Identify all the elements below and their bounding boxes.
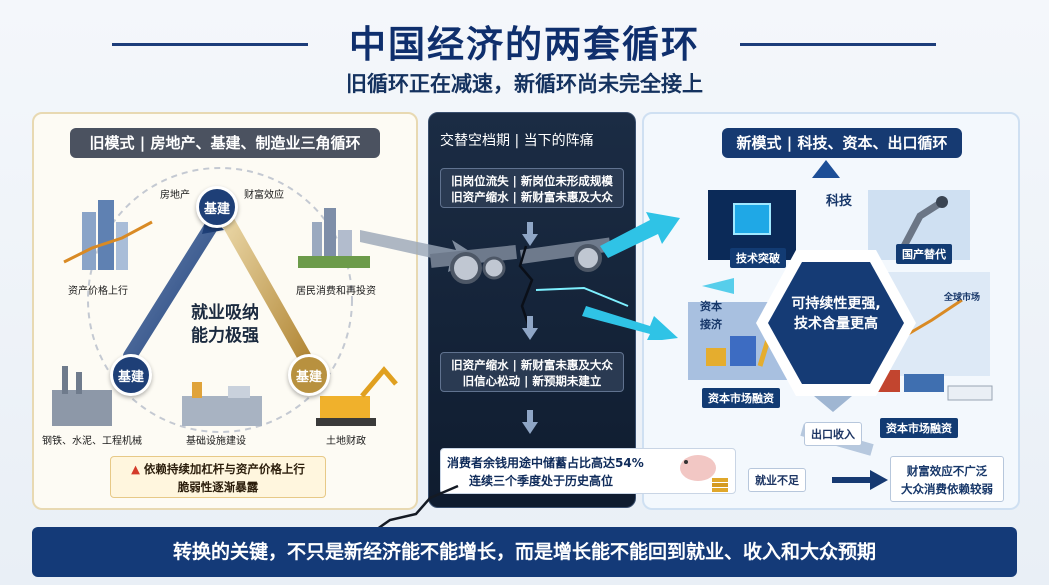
arrow-to-end-icon <box>832 470 888 490</box>
tech-label: 科技 <box>826 194 853 209</box>
old-cycle-diagram <box>52 167 398 433</box>
savings-stat-line-1: 消费者余钱用途中储蓄占比高达54% <box>447 456 644 470</box>
label-land-finance: 土地财政 <box>326 436 366 447</box>
end-result-line-2: 大众消费依赖较弱 <box>901 482 993 496</box>
down-arrow-3 <box>522 410 538 434</box>
transition-box-top-line-2: 旧资产缩水 | 新财富未惠及大众 <box>451 190 613 204</box>
node-top: 基建 <box>196 186 238 228</box>
piggy-bank-icon <box>680 455 728 492</box>
insufficient-jobs-tag: 就业不足 <box>748 468 806 492</box>
page-subtitle: 旧循环正在减速，新循环尚未完全接上 <box>346 72 703 96</box>
employment-line-1: 就业吸纳 <box>191 303 259 323</box>
transition-box-top: 旧岗位流失 | 新岗位未形成规模 旧资产缩水 | 新财富未惠及大众 <box>440 168 624 208</box>
transition-box-top-line-1: 旧岗位流失 | 新岗位未形成规模 <box>451 174 613 188</box>
capital-market-tag-1: 资本市场融资 <box>702 388 780 408</box>
warning-icon: ▲ <box>131 462 144 476</box>
new-model-heading: 新模式 | 科技、资本、出口循环 <box>722 128 962 158</box>
core-hex: 可持续性更强, 技术含量更高 <box>768 262 904 384</box>
old-model-panel <box>32 112 418 510</box>
tech-breakthrough-tag: 技术突破 <box>730 248 786 268</box>
transition-box-bottom-line-2: 旧信心松动 | 新预期未建立 <box>462 374 602 388</box>
export-income-tag: 出口收入 <box>804 422 862 446</box>
node-left: 基建 <box>110 354 152 396</box>
label-wealth-effect: 财富效应 <box>244 190 284 201</box>
warning-line-2: 脆弱性逐渐暴露 <box>177 480 259 494</box>
capital-support-line-2: 接济 <box>700 318 722 331</box>
capital-support-line-1: 资本 <box>700 300 722 313</box>
warning-text-1: 依赖持续加杠杆与资产价格上行 <box>143 462 305 476</box>
old-model-heading: 旧模式 | 房地产、基建、制造业三角循环 <box>70 128 380 158</box>
label-infrastructure: 基础设施建设 <box>186 436 246 447</box>
capital-market-tag-2: 资本市场融资 <box>880 418 958 438</box>
savings-stat-box: 消费者余钱用途中储蓄占比高达54% 连续三个季度处于历史高位 <box>440 448 736 494</box>
down-arrow-2 <box>522 316 538 340</box>
end-result-box: 财富效应不广泛 大众消费依赖较弱 <box>890 456 1004 502</box>
savings-stat-line-2: 连续三个季度处于历史高位 <box>469 474 614 488</box>
domestic-substitution-tag: 国产替代 <box>896 244 952 264</box>
transition-heading: 交替空档期 | 当下的阵痛 <box>440 133 594 149</box>
label-asset-price: 资产价格上行 <box>68 286 128 297</box>
global-market-label: 全球市场 <box>944 293 981 303</box>
employment-capacity-text: 就业吸纳 能力极强 <box>170 302 280 348</box>
transition-box-bottom-line-1: 旧资产缩水 | 新财富未惠及大众 <box>451 358 613 372</box>
label-consumption: 居民消费和再投资 <box>296 286 376 297</box>
core-hex-line-2: 技术含量更高 <box>794 316 878 332</box>
label-real-estate: 房地产 <box>160 190 190 201</box>
end-result-line-1: 财富效应不广泛 <box>906 464 988 478</box>
node-right: 基建 <box>288 354 330 396</box>
employment-line-2: 能力极强 <box>191 326 259 346</box>
title-rule-left <box>112 43 308 46</box>
broken-gears-diagram <box>360 212 680 340</box>
title-rule-right <box>740 43 936 46</box>
transition-box-bottom: 旧资产缩水 | 新财富未惠及大众 旧信心松动 | 新预期未建立 <box>440 352 624 392</box>
down-arrow-1 <box>522 222 538 246</box>
capital-support-label: 资本 接济 <box>700 298 722 334</box>
old-model-warning: ▲ 依赖持续加杠杆与资产价格上行 脆弱性逐渐暴露 <box>110 456 326 498</box>
page-title: 中国经济的两套循环 <box>349 23 700 66</box>
label-steel: 钢铁、水泥、工程机械 <box>42 436 142 447</box>
core-hex-line-1: 可持续性更强, <box>791 296 881 312</box>
warning-line-1: ▲ 依赖持续加杠杆与资产价格上行 <box>111 460 325 478</box>
footer-banner: 转换的关键，不只是新经济能不能增长，而是增长能不能回到就业、收入和大众预期 <box>32 527 1017 577</box>
